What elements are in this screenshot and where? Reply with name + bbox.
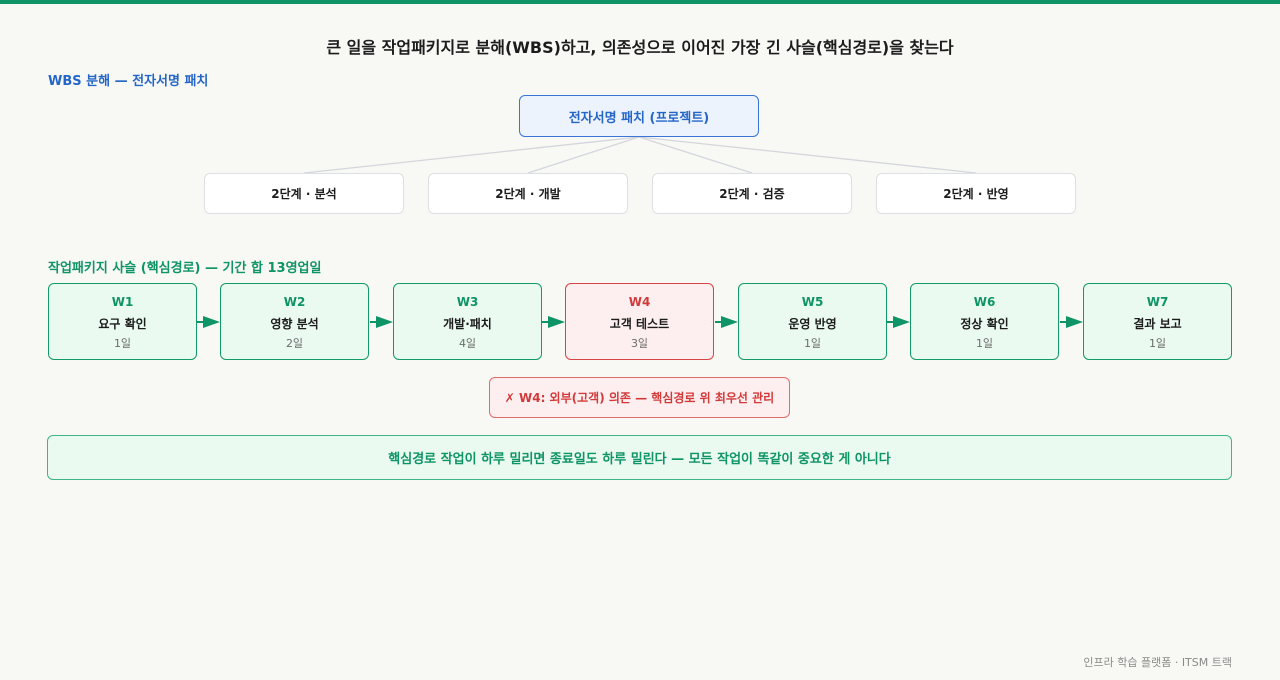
task-name: 고객 테스트 <box>609 317 670 331</box>
task-code: W2 <box>283 295 306 309</box>
task-code: W5 <box>801 295 824 309</box>
task-w5: W5 운영 반영 1일 <box>738 283 887 360</box>
task-duration: 1일 <box>975 337 994 350</box>
arrowhead-w3-w4 <box>548 316 565 328</box>
task-code: W7 <box>1146 295 1169 309</box>
task-duration: 1일 <box>803 337 822 350</box>
task-name: 운영 반영 <box>788 317 837 331</box>
task-duration: 4일 <box>458 337 477 350</box>
task-w4-critical: W4 고객 테스트 3일 <box>565 283 714 360</box>
task-name: 결과 보고 <box>1133 317 1182 331</box>
tree-connector-1 <box>303 136 640 174</box>
wbs-child-analysis: 2단계 · 분석 <box>204 173 404 214</box>
task-name: 요구 확인 <box>98 317 147 331</box>
tree-connector-2 <box>527 136 640 174</box>
wbs-child-verification: 2단계 · 검증 <box>652 173 852 214</box>
tree-connector-3 <box>638 136 753 174</box>
task-duration: 1일 <box>113 337 132 350</box>
wbs-section-label: WBS 분해 — 전자서명 패치 <box>48 74 209 89</box>
wbs-root-node: 전자서명 패치 (프로젝트) <box>519 95 759 137</box>
arrowhead-w5-w6 <box>893 316 910 328</box>
arrowhead-w6-w7 <box>1066 316 1083 328</box>
task-w6: W6 정상 확인 1일 <box>910 283 1059 360</box>
task-w7: W7 결과 보고 1일 <box>1083 283 1232 360</box>
task-w1: W1 요구 확인 1일 <box>48 283 197 360</box>
wbs-child-deployment: 2단계 · 반영 <box>876 173 1076 214</box>
arrowhead-w4-w5 <box>721 316 738 328</box>
arrowhead-w2-w3 <box>376 316 393 328</box>
task-duration: 2일 <box>285 337 304 350</box>
task-name: 개발·패치 <box>443 317 492 331</box>
task-w3: W3 개발·패치 4일 <box>393 283 542 360</box>
task-code: W6 <box>973 295 996 309</box>
critical-warning-callout: ✗ W4: 외부(고객) 의존 — 핵심경로 위 최우선 관리 <box>489 377 790 418</box>
task-duration: 1일 <box>1148 337 1167 350</box>
critical-path-label: 작업패키지 사슬 (핵심경로) — 기간 합 13영업일 <box>48 261 322 276</box>
task-w2: W2 영향 분석 2일 <box>220 283 369 360</box>
arrowhead-w1-w2 <box>203 316 220 328</box>
tree-connector-4 <box>638 136 977 174</box>
top-accent-bar <box>0 0 1280 4</box>
task-code: W3 <box>456 295 479 309</box>
task-code: W4 <box>628 295 651 309</box>
task-name: 영향 분석 <box>270 317 319 331</box>
wbs-child-development: 2단계 · 개발 <box>428 173 628 214</box>
task-name: 정상 확인 <box>960 317 1009 331</box>
summary-note: 핵심경로 작업이 하루 밀리면 종료일도 하루 밀린다 — 모든 작업이 똑같이… <box>47 435 1232 480</box>
page-title: 큰 일을 작업패키지로 분해(WBS)하고, 의존성으로 이어진 가장 긴 사슬… <box>326 38 954 57</box>
task-duration: 3일 <box>630 337 649 350</box>
footer-credit: 인프라 학습 플랫폼 · ITSM 트랙 <box>1083 656 1232 669</box>
task-code: W1 <box>111 295 134 309</box>
